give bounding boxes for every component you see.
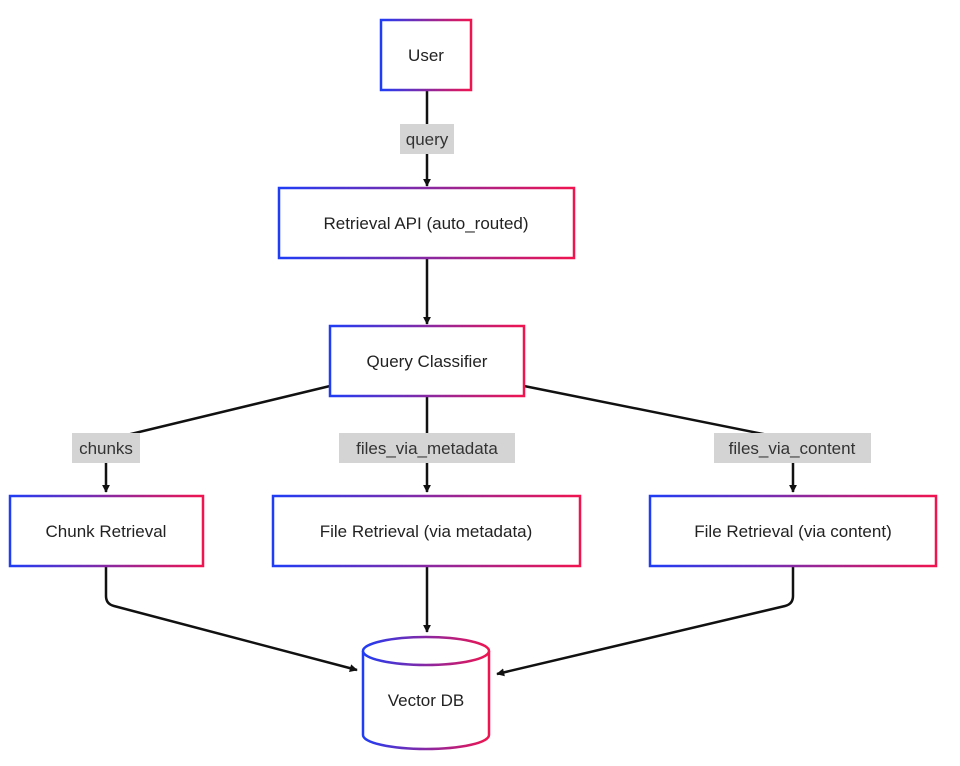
edge-label-chunks-text: chunks	[79, 439, 133, 458]
edge-label-files-via-metadata: files_via_metadata	[339, 433, 515, 463]
node-file-retrieval-content-label: File Retrieval (via content)	[694, 522, 891, 541]
node-chunk-retrieval-label: Chunk Retrieval	[46, 522, 167, 541]
node-file-retrieval-metadata-label: File Retrieval (via metadata)	[320, 522, 533, 541]
edge-label-chunks: chunks	[72, 433, 140, 463]
edge-label-files-via-content: files_via_content	[714, 433, 871, 463]
edge-label-files-via-content-text: files_via_content	[729, 439, 856, 458]
node-user-label: User	[408, 46, 444, 65]
edge-chunk-to-db	[104, 566, 358, 673]
node-vector-db-label: Vector DB	[388, 691, 465, 710]
node-retrieval-api-label: Retrieval API (auto_routed)	[323, 214, 528, 233]
edge-label-query: query	[400, 124, 454, 154]
edge-label-query-text: query	[406, 130, 449, 149]
node-vector-db: Vector DB	[361, 635, 491, 751]
node-query-classifier: Query Classifier	[328, 324, 526, 398]
node-retrieval-api: Retrieval API (auto_routed)	[277, 186, 576, 260]
node-user: User	[379, 18, 473, 92]
node-chunk-retrieval: Chunk Retrieval	[8, 494, 205, 568]
vector-db-cylinder-body	[361, 651, 491, 751]
edge-label-files-via-metadata-text: files_via_metadata	[356, 439, 498, 458]
node-file-retrieval-content: File Retrieval (via content)	[648, 494, 938, 568]
vector-db-cylinder-top	[361, 635, 491, 667]
node-query-classifier-label: Query Classifier	[367, 352, 488, 371]
node-file-retrieval-metadata: File Retrieval (via metadata)	[271, 494, 582, 568]
edge-content-to-db	[496, 566, 795, 677]
